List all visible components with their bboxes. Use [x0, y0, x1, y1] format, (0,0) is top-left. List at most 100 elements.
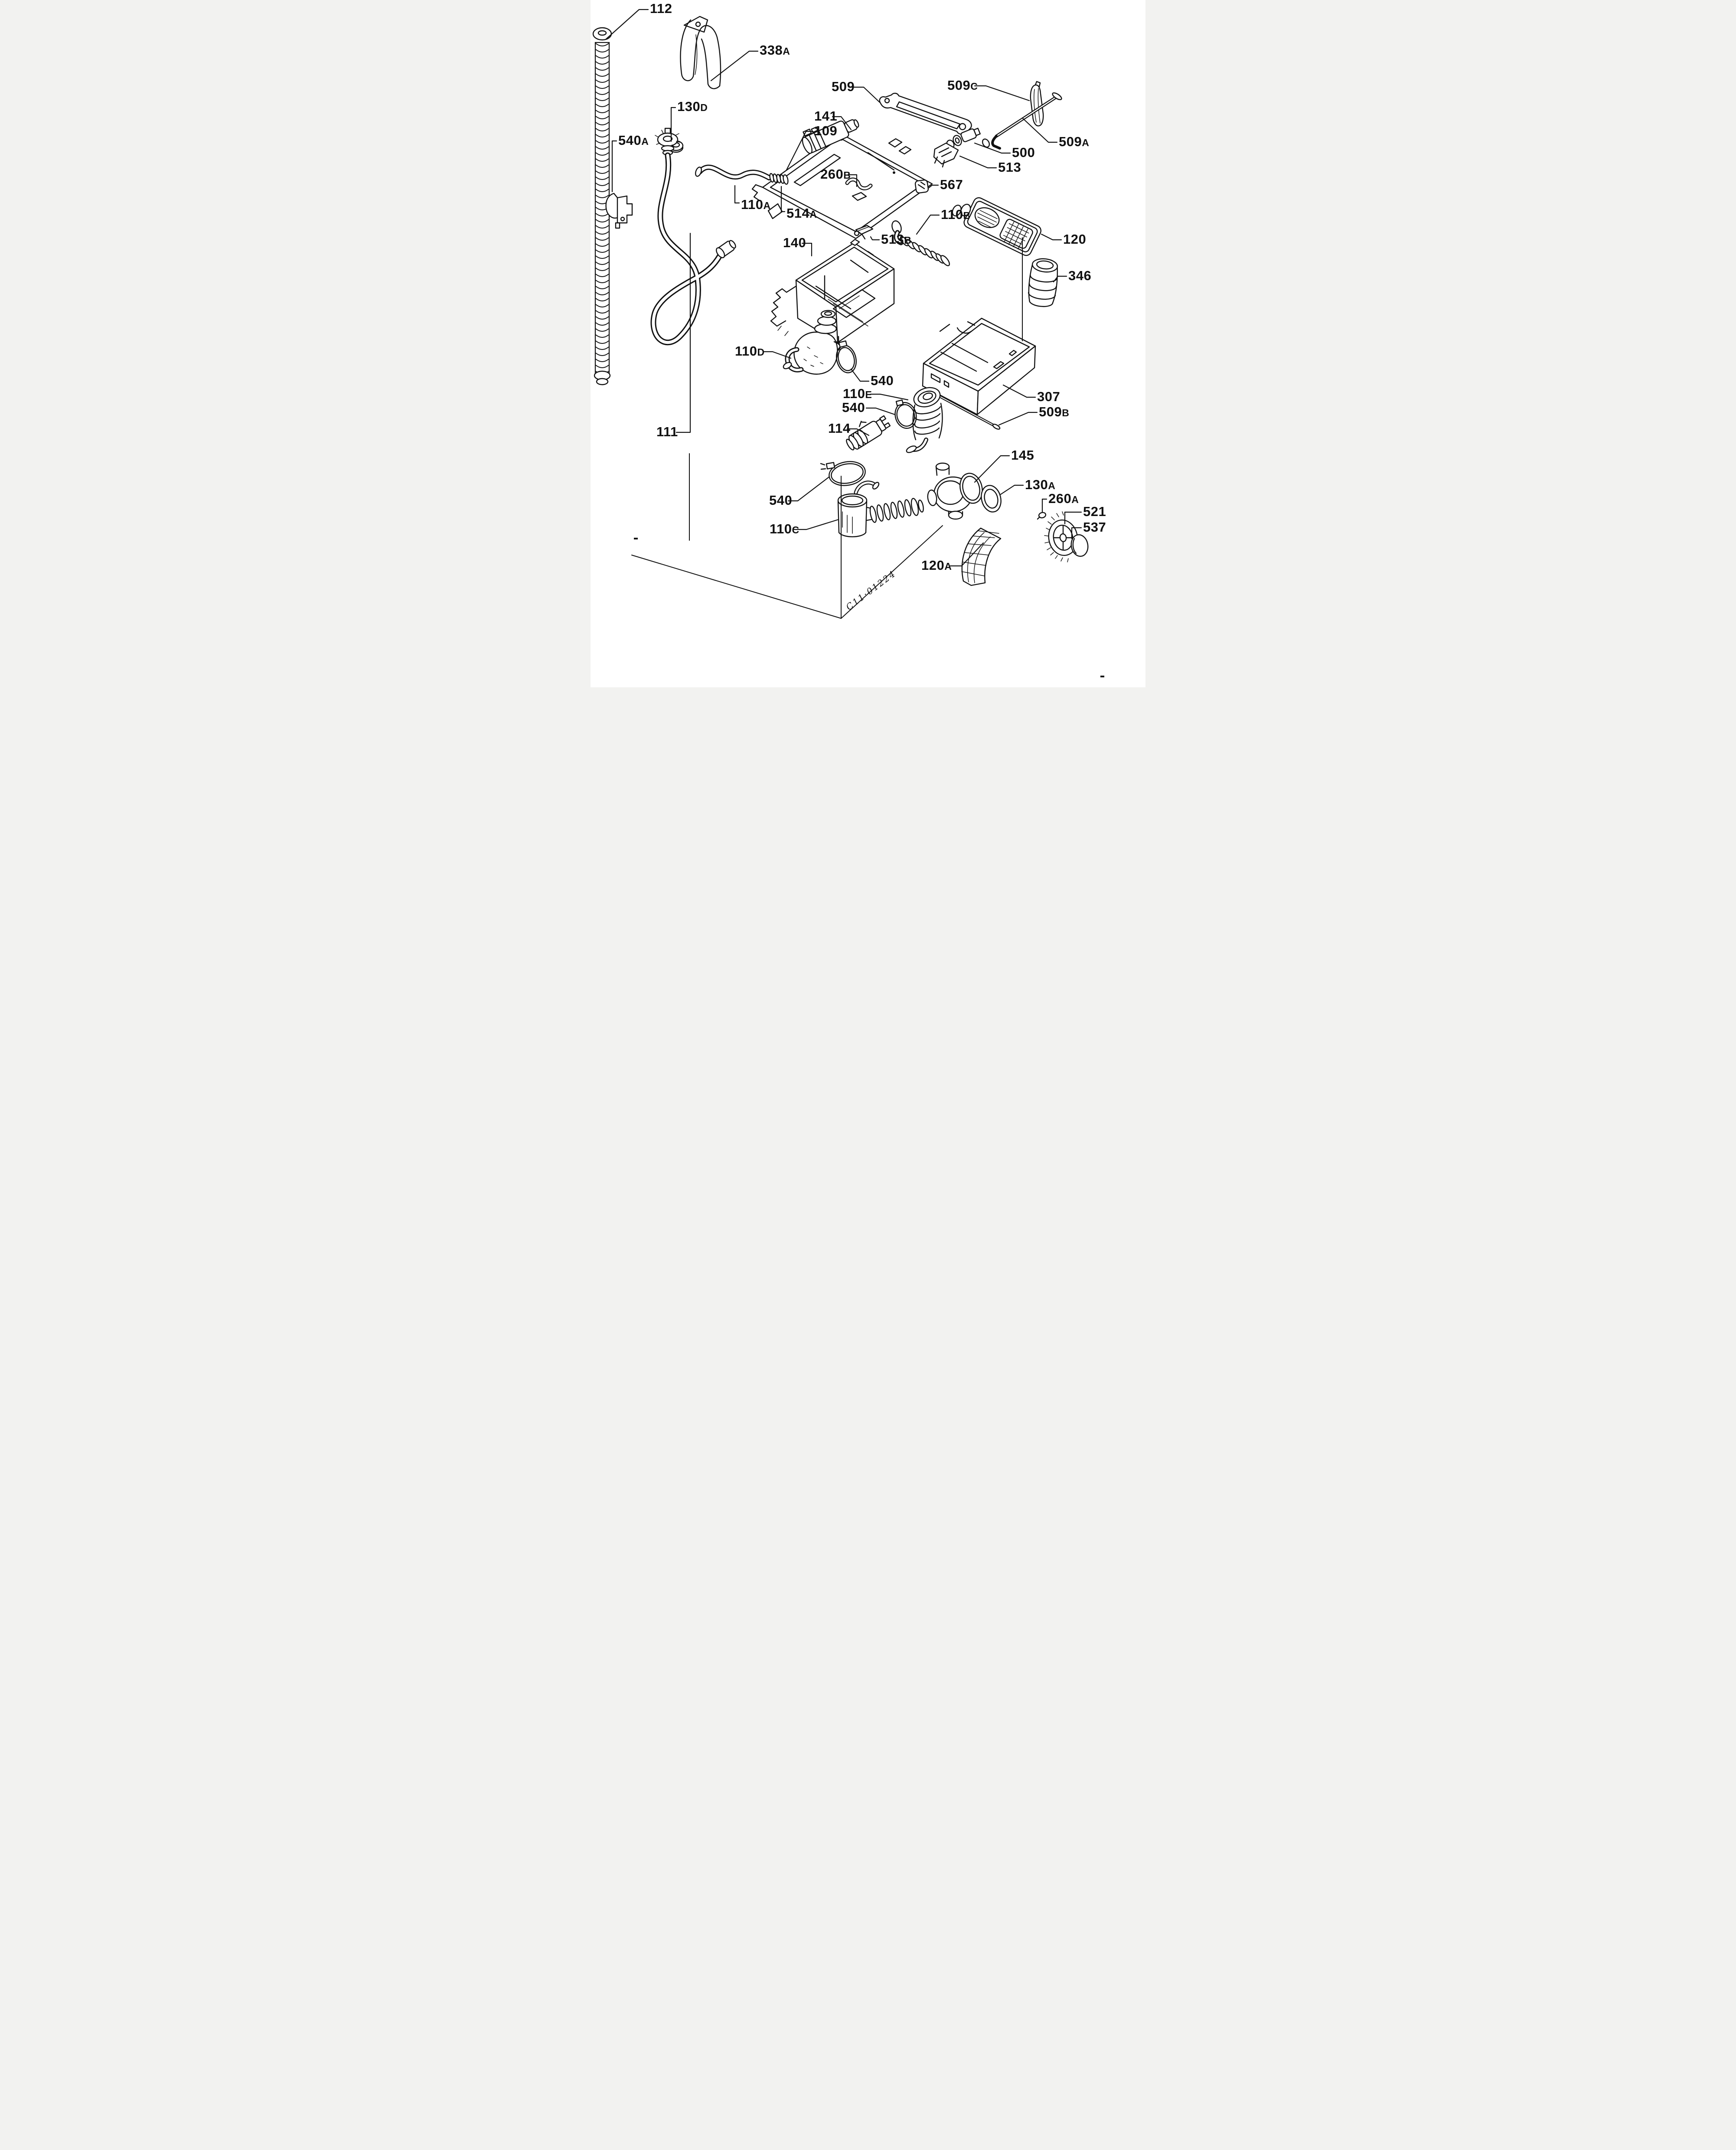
- leader-110A: [734, 185, 740, 204]
- leader-130A: [1000, 484, 1024, 495]
- part-cap-260A: [1037, 512, 1047, 520]
- part-label-513B: 513B: [881, 232, 911, 247]
- part-label-346: 346: [1068, 268, 1091, 283]
- part-seal-130A: [981, 485, 1002, 513]
- part-pump-housing-145: [927, 462, 983, 520]
- part-label-130A: 130A: [1025, 477, 1055, 492]
- tick-left: [634, 538, 638, 539]
- leader-lines: [605, 9, 1082, 567]
- leader-346: [1053, 275, 1067, 283]
- leader-260B: [847, 174, 858, 187]
- canvas: [591, 0, 1145, 687]
- part-label-514A: 514A: [786, 206, 817, 221]
- part-label-540-1: 540: [871, 373, 894, 388]
- part-label-540A: 540A: [618, 133, 649, 148]
- part-valve-114: [846, 415, 891, 451]
- part-hose-110B: [891, 220, 950, 266]
- part-cap-537: [1070, 534, 1089, 557]
- leader-540A: [611, 140, 617, 193]
- part-clamp-540-3: [820, 461, 866, 486]
- leader-110C: [793, 519, 839, 530]
- refline-baseline-diagonal-right: [841, 525, 943, 619]
- leader-509B: [998, 412, 1038, 426]
- leader-112: [605, 9, 649, 40]
- leader-260A: [1041, 498, 1047, 513]
- part-label-110A: 110A: [741, 197, 771, 212]
- part-label-500: 500: [1012, 145, 1035, 160]
- part-label-509B: 509B: [1039, 404, 1069, 419]
- part-dispenser-cover-120: [952, 197, 1041, 256]
- part-inlet-valve-141: [802, 119, 859, 154]
- leader-110D: [763, 351, 792, 359]
- leader-111: [675, 232, 691, 433]
- part-label-120A: 120A: [921, 558, 952, 573]
- part-label-130D: 130D: [677, 99, 708, 114]
- leader-110B: [916, 214, 940, 235]
- leader-540-3: [787, 476, 830, 502]
- reference-lines: [631, 237, 1023, 619]
- part-hose-elbow-110D: [783, 310, 838, 375]
- part-label-540-3: 540: [769, 493, 792, 508]
- leader-140: [801, 242, 813, 257]
- part-clamp-540-2: [894, 399, 917, 429]
- part-label-111: 111: [656, 424, 678, 439]
- leader-540-1: [850, 368, 870, 382]
- part-label-120: 120: [1063, 232, 1086, 247]
- part-label-110E: 110E: [843, 386, 872, 401]
- leader-109: [786, 131, 814, 171]
- part-hose-110A: [695, 164, 789, 185]
- leader-509: [850, 86, 881, 103]
- part-label-567: 567: [940, 177, 963, 192]
- leader-130D: [670, 107, 676, 142]
- leader-120A: [950, 542, 984, 567]
- leader-120: [1041, 233, 1062, 241]
- tick-bottom-right: [1100, 676, 1104, 677]
- leader-513B: [870, 236, 880, 241]
- leader-514A: [780, 186, 786, 212]
- part-label-338A: 338A: [760, 42, 790, 58]
- part-label-140: 140: [783, 235, 806, 250]
- leader-540-2: [865, 407, 896, 415]
- stray-marks: [634, 538, 1104, 677]
- part-clip-567: [914, 179, 929, 194]
- part-label-260B: 260B: [820, 167, 851, 182]
- part-label-260A: 260A: [1048, 491, 1079, 506]
- part-hose-110C: [837, 480, 924, 537]
- refline-baseline-diagonal-left: [631, 555, 842, 619]
- part-bracket-513: [933, 142, 959, 168]
- part-label-540-2: 540: [842, 400, 865, 415]
- part-label-110B: 110B: [941, 207, 971, 222]
- leader-567: [927, 184, 939, 189]
- part-label-537: 537: [1083, 520, 1106, 535]
- part-detergent-drawer-307: [922, 317, 1036, 415]
- part-label-509C: 509C: [947, 78, 978, 93]
- leader-110E: [870, 393, 909, 401]
- leader-141: [832, 116, 852, 131]
- part-label-307: 307: [1037, 389, 1060, 404]
- part-link-bar-509C: [1030, 81, 1044, 127]
- part-hose-clip-540A: [605, 193, 633, 229]
- part-label-513: 513: [998, 160, 1021, 175]
- part-hose-guide-260B: [845, 177, 873, 201]
- part-label-112: 112: [650, 1, 672, 16]
- part-label-114: 114: [828, 421, 851, 436]
- part-hose-elbow-110E: [906, 387, 943, 453]
- part-grate-120A: [961, 527, 1002, 586]
- part-label-109: 109: [814, 123, 837, 138]
- leader-307: [1002, 384, 1036, 398]
- leader-537: [1071, 527, 1082, 539]
- part-label-509: 509: [832, 79, 855, 94]
- leader-521: [1064, 511, 1082, 525]
- leader-114: [846, 428, 870, 436]
- leader-513: [959, 155, 997, 169]
- part-clamp-540-1: [833, 340, 857, 373]
- leader-145: [974, 455, 1010, 483]
- part-label-141: 141: [814, 108, 837, 124]
- part-label-521: 521: [1083, 504, 1106, 519]
- leader-500: [974, 142, 1011, 154]
- part-sleeve-346: [1028, 258, 1058, 307]
- part-label-509A: 509A: [1059, 134, 1089, 149]
